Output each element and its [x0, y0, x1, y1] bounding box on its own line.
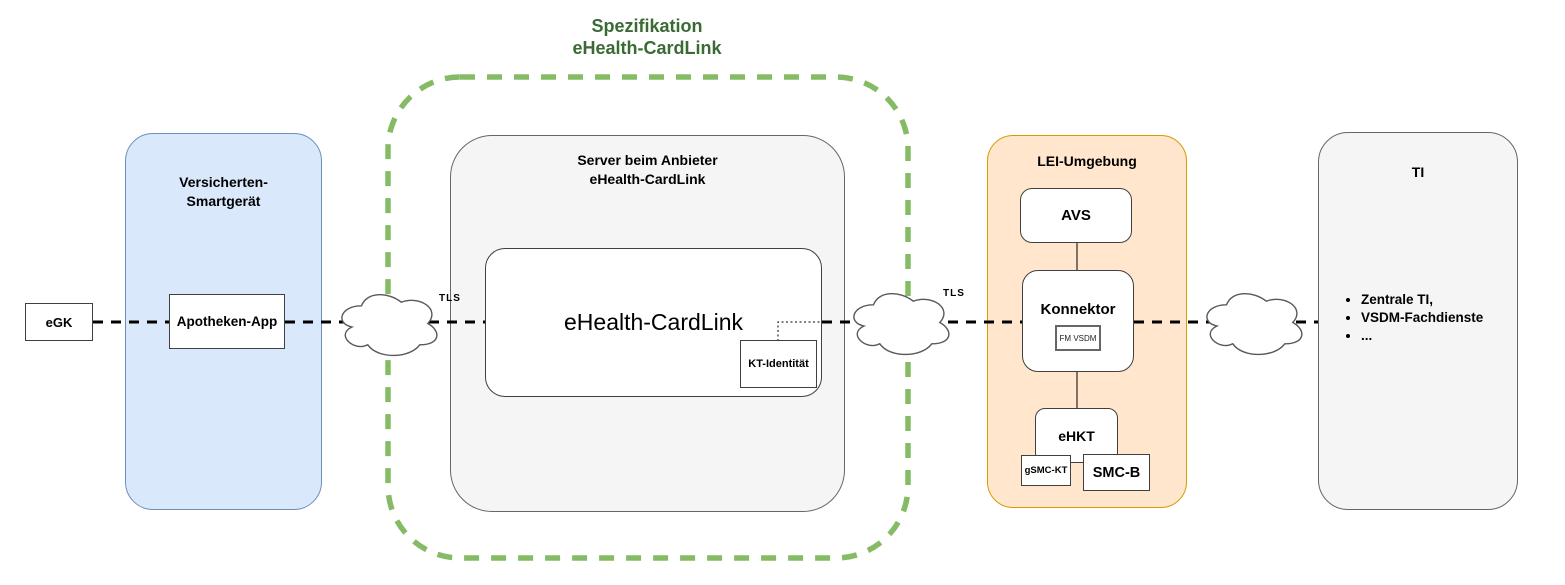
ti-bullet-item: Zentrale TI,	[1361, 291, 1483, 309]
ti-bullet-list: Zentrale TI, VSDM-Fachdienste ...	[1343, 291, 1483, 345]
gsmc-kt-node: gSMC-KT	[1021, 455, 1071, 486]
smc-b-label: SMC-B	[1092, 464, 1141, 481]
avs-node: AVS	[1020, 188, 1132, 243]
network-cloud-icon	[341, 293, 438, 357]
avs-label: AVS	[1061, 207, 1091, 224]
ehealth-cardlink-label: eHealth-CardLink	[564, 309, 743, 335]
spezifikation-dashed-frame	[385, 74, 911, 561]
ehkt-node: eHKT	[1035, 408, 1118, 463]
smc-b-node: SMC-B	[1083, 454, 1150, 491]
ti-container: TI Zentrale TI, VSDM-Fachdienste ...	[1318, 132, 1518, 510]
device-title-line2: Smartgerät	[186, 193, 261, 209]
server-title-line1: Server beim Anbieter	[577, 152, 718, 168]
egk-label: eGK	[45, 314, 73, 330]
ti-bullet-item: ...	[1361, 327, 1483, 345]
fm-vsdm-node: FM VSDM	[1055, 325, 1101, 351]
tls-label-left: TLS	[439, 293, 461, 304]
konnektor-label: Konnektor	[1040, 301, 1116, 318]
lei-title: LEI-Umgebung	[1037, 153, 1137, 169]
kt-identitaet-node: KT-Identität	[740, 340, 817, 388]
network-cloud-icon	[1206, 292, 1303, 356]
server-title-line2: eHealth-CardLink	[589, 171, 706, 187]
egk-node: eGK	[25, 303, 93, 341]
tls-label-right: TLS	[943, 288, 965, 299]
kt-identitaet-label: KT-Identität	[748, 358, 809, 370]
ti-title: TI	[1411, 164, 1425, 180]
apotheken-app-node: Apotheken-App	[169, 294, 285, 349]
ehkt-label: eHKT	[1058, 427, 1095, 444]
link-kt-identitaet	[777, 321, 822, 341]
diagram-title-line2: eHealth-CardLink	[572, 38, 722, 58]
diagram-title: Spezifikation eHealth-CardLink	[447, 15, 847, 59]
network-cloud-icon	[853, 292, 950, 356]
konnektor-node: Konnektor FM VSDM	[1022, 270, 1134, 372]
diagram-title-line1: Spezifikation	[591, 16, 703, 36]
ti-bullet-item: VSDM-Fachdienste	[1361, 309, 1483, 327]
fm-vsdm-label: FM VSDM	[1059, 333, 1097, 343]
gsmc-kt-label: gSMC-KT	[1024, 465, 1068, 476]
apotheken-app-label: Apotheken-App	[176, 314, 278, 329]
device-title-line1: Versicherten-	[179, 174, 268, 190]
